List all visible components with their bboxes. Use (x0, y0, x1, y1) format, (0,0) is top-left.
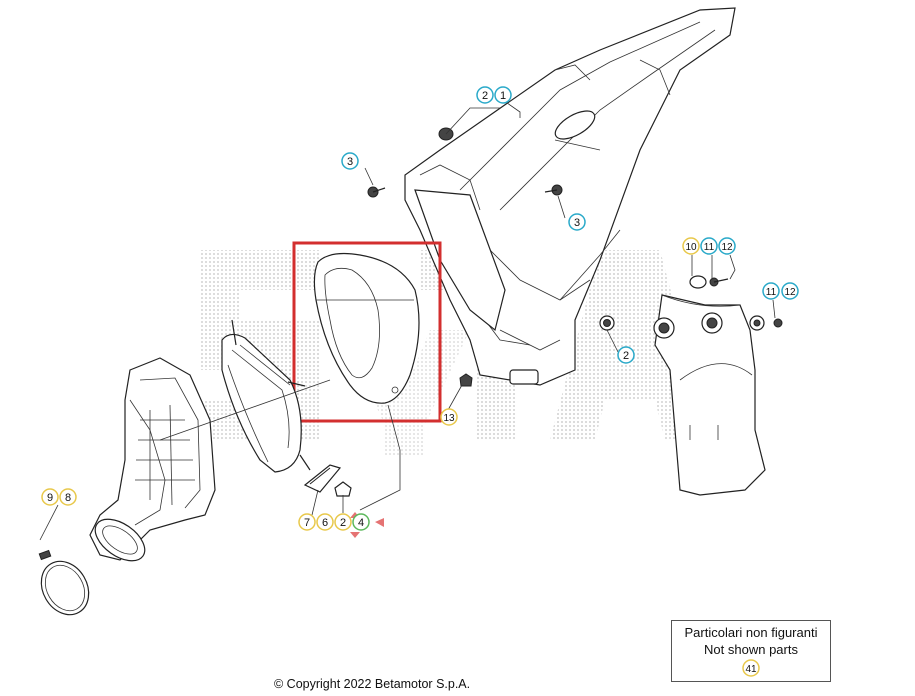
svg-text:2: 2 (340, 517, 346, 529)
svg-text:1: 1 (500, 90, 506, 102)
svg-text:11: 11 (766, 287, 777, 298)
callout-1: 1 (494, 86, 512, 104)
callout-10: 10 (682, 237, 700, 255)
svg-text:13: 13 (443, 413, 455, 424)
callout-12-top: 12 (718, 237, 736, 255)
svg-text:11: 11 (704, 242, 715, 253)
callout-13: 13 (440, 408, 458, 426)
callout-8: 8 (59, 488, 77, 506)
callout-11-right: 11 (762, 282, 780, 300)
svg-text:4: 4 (358, 517, 364, 529)
clip-parts (303, 464, 352, 516)
svg-text:6: 6 (322, 517, 328, 529)
svg-text:8: 8 (65, 492, 71, 504)
guard-fasteners (689, 275, 783, 331)
callout-11-top: 11 (700, 237, 718, 255)
not-shown-label-italian: Particolari non figuranti (684, 625, 818, 640)
svg-text:3: 3 (347, 156, 353, 168)
callout-6: 6 (316, 513, 334, 531)
not-shown-label-english: Not shown parts (704, 642, 798, 657)
air-filter-highlight (292, 241, 442, 423)
callout-3-left: 3 (341, 152, 359, 170)
callout-2-right: 2 (617, 346, 635, 364)
hose-clamp (38, 504, 90, 616)
svg-text:12: 12 (784, 287, 796, 298)
callout-3-right: 3 (568, 213, 586, 231)
leader-lines (159, 97, 776, 511)
svg-text:7: 7 (304, 517, 310, 529)
copyright-notice: © Copyright 2022 Betamotor S.p.A. (274, 677, 471, 691)
frame-fasteners (367, 127, 615, 387)
svg-text:3: 3 (574, 217, 580, 229)
svg-text:10: 10 (685, 242, 697, 253)
filter-cage (221, 319, 311, 473)
svg-text:41: 41 (745, 664, 757, 675)
svg-text:12: 12 (721, 242, 733, 253)
air-filter-part (313, 252, 420, 404)
callout-9: 9 (41, 488, 59, 506)
callout-7: 7 (298, 513, 316, 531)
callout-2-bottom: 2 (334, 513, 352, 531)
callout-41: 41 (742, 659, 760, 677)
not-shown-parts-box: Particolari non figuranti Not shown part… (671, 620, 831, 682)
callout-badges: 2 1 3 3 2 13 10 11 (41, 86, 799, 531)
callout-4: 4 (352, 513, 370, 531)
svg-text:9: 9 (47, 492, 53, 504)
svg-text:2: 2 (623, 350, 629, 362)
mud-guard (653, 294, 766, 496)
svg-text:2: 2 (482, 90, 488, 102)
airbox-frame (404, 7, 736, 386)
callout-12-right: 12 (781, 282, 799, 300)
intake-boot (89, 357, 216, 562)
callout-2-top: 2 (476, 86, 494, 104)
